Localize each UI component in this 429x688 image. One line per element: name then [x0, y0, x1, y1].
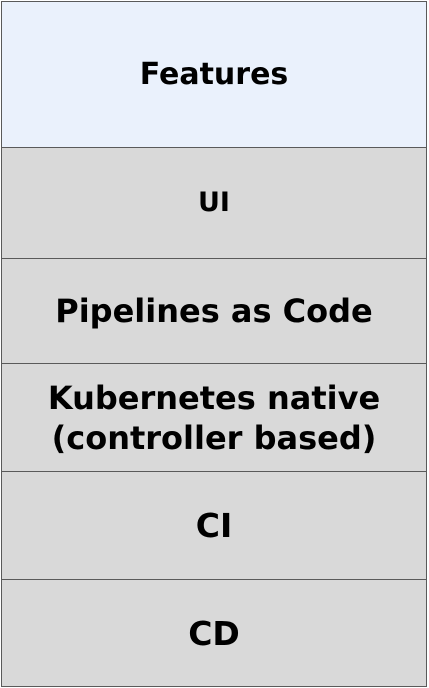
feature-row-kubernetes-native: Kubernetes native (controller based)	[2, 364, 426, 473]
feature-label-kubernetes-native-line2: (controller based)	[51, 418, 377, 457]
feature-label-pipelines-as-code: Pipelines as Code	[55, 292, 373, 331]
feature-row-ci: CI	[2, 472, 426, 581]
feature-label-ui: UI	[198, 187, 230, 219]
feature-row-ui: UI	[2, 147, 426, 259]
feature-row-cd: CD	[2, 580, 426, 686]
features-header: Features	[2, 2, 426, 148]
feature-label-kubernetes-native: Kubernetes native (controller based)	[48, 378, 380, 458]
feature-label-kubernetes-native-line1: Kubernetes native	[47, 378, 381, 417]
feature-label-ci: CI	[195, 506, 233, 546]
feature-label-cd: CD	[188, 613, 240, 653]
feature-row-pipelines-as-code: Pipelines as Code	[2, 258, 426, 365]
features-header-label: Features	[139, 56, 289, 92]
